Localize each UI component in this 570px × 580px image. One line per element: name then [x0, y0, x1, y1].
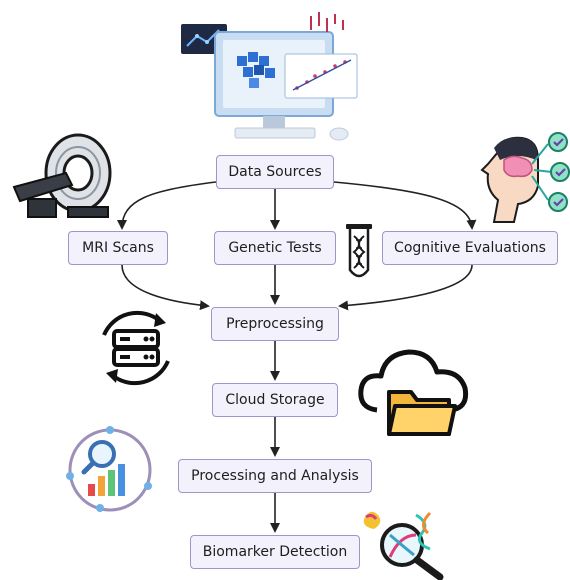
computer-dashboard-icon — [181, 12, 358, 141]
brain-checklist-icon — [480, 132, 570, 223]
node-cloud-storage: Cloud Storage — [212, 383, 338, 417]
analytics-cycle-icon — [66, 426, 152, 512]
arrow-sources-to-mri — [117, 181, 217, 230]
node-data-sources: Data Sources — [216, 155, 334, 189]
arrow-mri-to-preprocessing — [121, 264, 210, 311]
mri-scanner-icon — [12, 133, 112, 218]
dna-magnifier-icon — [363, 511, 444, 580]
dna-test-tube-icon — [346, 224, 372, 278]
node-mri-scans: MRI Scans — [68, 231, 168, 265]
node-genetic-tests: Genetic Tests — [214, 231, 336, 265]
node-preprocessing: Preprocessing — [211, 307, 339, 341]
cloud-folder-icon — [358, 349, 469, 436]
node-processing-analysis: Processing and Analysis — [178, 459, 372, 493]
arrow-cognitive-to-preprocessing — [338, 264, 473, 311]
arrow-sources-to-cognitive — [333, 181, 477, 230]
node-cognitive-evaluations: Cognitive Evaluations — [382, 231, 558, 265]
server-sync-icon — [102, 310, 170, 386]
node-biomarker-detection: Biomarker Detection — [190, 535, 360, 569]
